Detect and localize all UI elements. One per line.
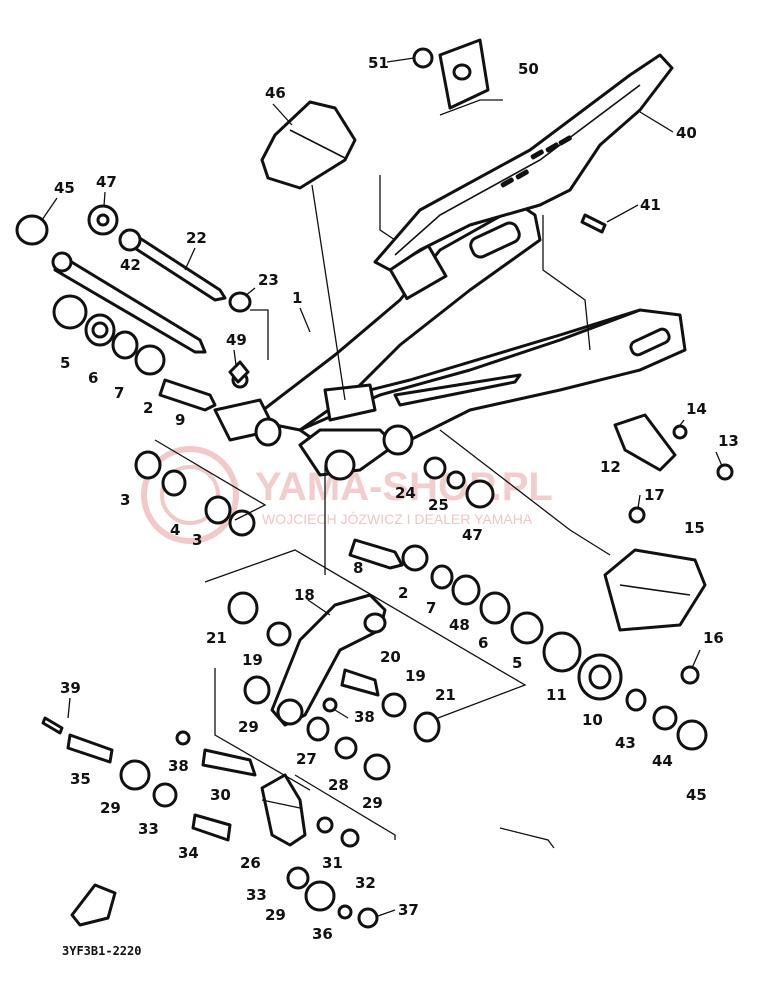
part-labels: 51 50 40 41 46 45 47 22 42 23 1 49 5 6 7… [54, 54, 739, 943]
watermark: YAMA-SHOP.PL WOJCIECH JÓZWICZ I DEALER Y… [141, 446, 553, 544]
leader-lines [41, 57, 723, 917]
label-37: 37 [398, 901, 419, 919]
label-42: 42 [120, 256, 141, 274]
label-43: 43 [615, 734, 636, 752]
label-18: 18 [294, 586, 315, 604]
label-21a: 21 [206, 629, 227, 647]
bracket [260, 100, 357, 190]
label-31: 31 [322, 854, 343, 872]
chain-guard [373, 53, 674, 272]
label-30: 30 [210, 786, 231, 804]
label-33a: 33 [138, 820, 159, 838]
label-22: 22 [186, 229, 207, 247]
label-46: 46 [265, 84, 286, 102]
label-45b: 45 [686, 786, 707, 804]
label-5b: 5 [512, 654, 522, 672]
label-2b: 2 [398, 584, 408, 602]
label-38a: 38 [354, 708, 375, 726]
label-28: 28 [328, 776, 349, 794]
label-24: 24 [395, 484, 416, 502]
label-38b: 38 [168, 757, 189, 775]
label-14: 14 [686, 400, 707, 418]
label-6a: 6 [88, 369, 98, 387]
label-49: 49 [226, 331, 247, 349]
label-8: 8 [353, 559, 363, 577]
label-19b: 19 [405, 667, 426, 685]
label-12: 12 [600, 458, 621, 476]
label-5a: 5 [60, 354, 70, 372]
label-29d: 29 [265, 906, 286, 924]
label-32: 32 [355, 874, 376, 892]
cap [15, 214, 49, 246]
direction-arrow [70, 883, 117, 927]
label-40: 40 [676, 124, 697, 142]
label-9: 9 [175, 411, 185, 429]
label-25: 25 [428, 496, 449, 514]
label-2a: 2 [143, 399, 153, 417]
label-4: 4 [170, 521, 180, 539]
label-15: 15 [684, 519, 705, 537]
label-17: 17 [644, 486, 665, 504]
label-48: 48 [449, 616, 470, 634]
label-20: 20 [380, 648, 401, 666]
label-35: 35 [70, 770, 91, 788]
label-41: 41 [640, 196, 661, 214]
label-51: 51 [368, 54, 389, 72]
label-13: 13 [718, 432, 739, 450]
label-3b: 3 [192, 531, 202, 549]
label-50: 50 [518, 60, 539, 78]
label-27: 27 [296, 750, 317, 768]
label-21b: 21 [435, 686, 456, 704]
label-29a: 29 [238, 718, 259, 736]
shaft [128, 233, 227, 302]
nut [412, 47, 434, 69]
swing-arm [248, 203, 687, 481]
label-3a: 3 [120, 491, 130, 509]
label-29b: 29 [362, 794, 383, 812]
label-7a: 7 [114, 384, 124, 402]
label-10: 10 [582, 711, 603, 729]
label-39: 39 [60, 679, 81, 697]
label-26: 26 [240, 854, 261, 872]
label-47a: 47 [96, 173, 117, 191]
label-1: 1 [292, 289, 302, 307]
label-7b: 7 [426, 599, 436, 617]
diagram-code: 3YF3B1-2220 [62, 944, 141, 958]
label-33b: 33 [246, 886, 267, 904]
connecting-rod [260, 773, 307, 847]
label-29c: 29 [100, 799, 121, 817]
label-16: 16 [703, 629, 724, 647]
label-45a: 45 [54, 179, 75, 197]
label-11: 11 [546, 686, 567, 704]
label-19a: 19 [242, 651, 263, 669]
label-23: 23 [258, 271, 279, 289]
label-36: 36 [312, 925, 333, 943]
label-44: 44 [652, 752, 673, 770]
label-34: 34 [178, 844, 199, 862]
watermark-sub: WOJCIECH JÓZWICZ I DEALER YAMAHA [262, 511, 533, 527]
label-47b: 47 [462, 526, 483, 544]
label-6b: 6 [478, 634, 488, 652]
watermark-main: YAMA-SHOP.PL [255, 465, 553, 509]
